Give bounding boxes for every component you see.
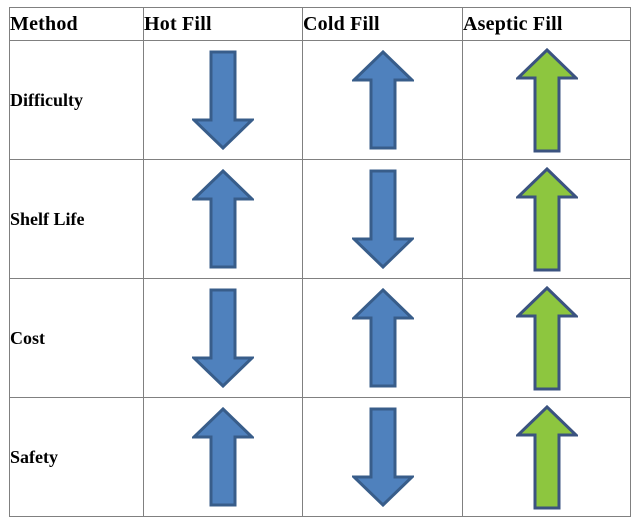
row-label-difficulty: Difficulty — [9, 40, 144, 160]
arrow-up-icon — [192, 169, 254, 269]
cell-cost-hot — [143, 278, 303, 398]
arrow-up-icon — [515, 404, 578, 509]
cell-difficulty-hot — [143, 40, 303, 160]
arrow-container — [303, 42, 462, 159]
table-row: Shelf Life — [9, 159, 631, 279]
arrow-down-icon — [192, 288, 254, 388]
table-row: Safety — [9, 397, 631, 517]
cell-shelf-life-cold — [302, 159, 463, 279]
column-header-hot-fill: Hot Fill — [143, 7, 303, 41]
arrow-container — [463, 280, 630, 397]
cell-safety-cold — [302, 397, 463, 517]
arrow-container — [144, 280, 302, 397]
arrow-up-icon — [351, 288, 414, 388]
cell-cost-cold — [302, 278, 463, 398]
arrow-down-icon — [351, 169, 414, 269]
cell-safety-aseptic — [462, 397, 631, 517]
arrow-container — [303, 280, 462, 397]
table-header-row: Method Hot Fill Cold Fill Aseptic Fill — [9, 7, 631, 41]
table-row: Cost — [9, 278, 631, 398]
cell-safety-hot — [143, 397, 303, 517]
column-header-aseptic-fill: Aseptic Fill — [462, 7, 631, 41]
cell-shelf-life-aseptic — [462, 159, 631, 279]
arrow-container — [463, 399, 630, 516]
arrow-up-icon — [515, 47, 578, 152]
arrow-container — [303, 161, 462, 278]
row-label-cost: Cost — [9, 278, 144, 398]
arrow-container — [303, 399, 462, 516]
arrow-down-icon — [192, 50, 254, 150]
cell-difficulty-cold — [302, 40, 463, 160]
fill-method-comparison-table: Method Hot Fill Cold Fill Aseptic Fill D… — [9, 7, 631, 517]
cell-shelf-life-hot — [143, 159, 303, 279]
row-label-safety: Safety — [9, 397, 144, 517]
row-label-shelf-life: Shelf Life — [9, 159, 144, 279]
cell-cost-aseptic — [462, 278, 631, 398]
arrow-container — [463, 161, 630, 278]
arrow-up-icon — [515, 166, 578, 271]
arrow-container — [144, 399, 302, 516]
arrow-up-icon — [351, 50, 414, 150]
column-header-method: Method — [9, 7, 144, 41]
arrow-up-icon — [515, 285, 578, 390]
arrow-down-icon — [351, 407, 414, 507]
column-header-cold-fill: Cold Fill — [302, 7, 463, 41]
arrow-container — [144, 161, 302, 278]
arrow-container — [463, 42, 630, 159]
table-row: Difficulty — [9, 40, 631, 160]
arrow-up-icon — [192, 407, 254, 507]
arrow-container — [144, 42, 302, 159]
cell-difficulty-aseptic — [462, 40, 631, 160]
